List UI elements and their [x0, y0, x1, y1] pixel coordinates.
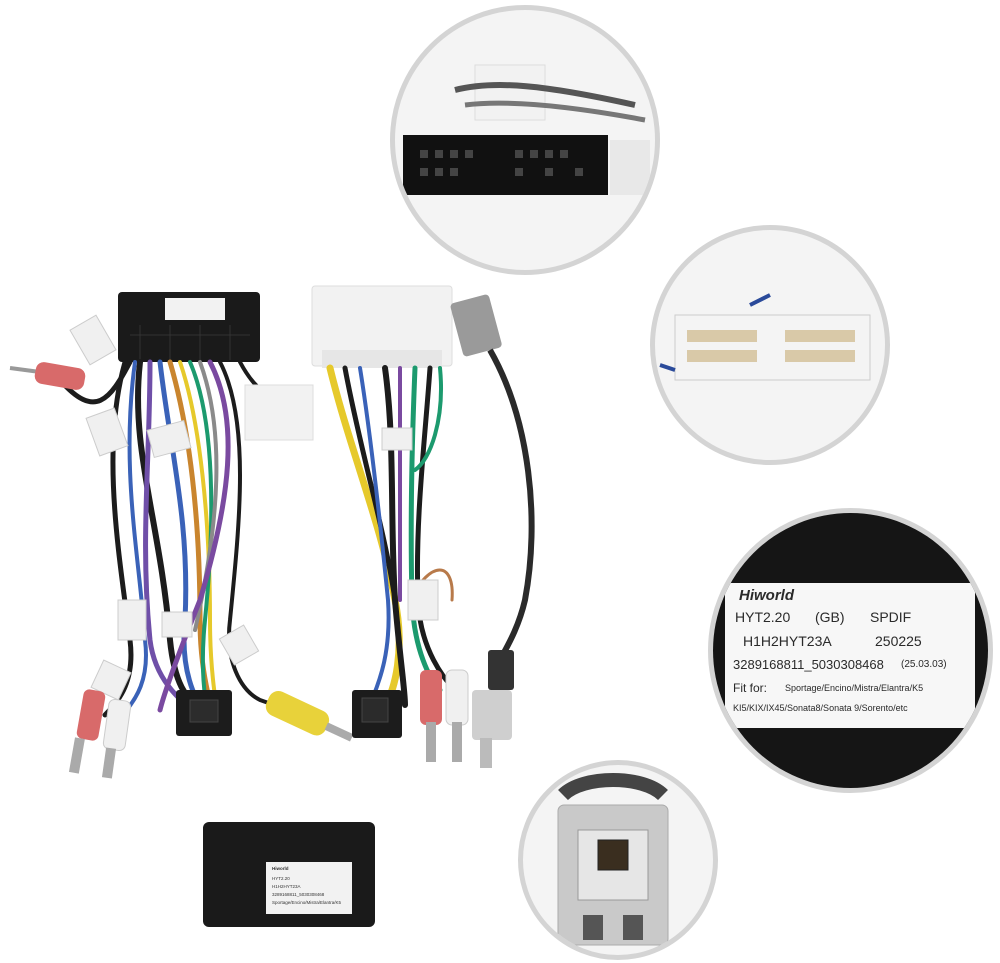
zoom-circle-antenna-connector	[518, 760, 718, 960]
label-line1-region: (GB)	[815, 609, 845, 625]
label-line3: 3289168811_5030308468	[733, 657, 884, 672]
left-rca-connectors	[9, 362, 132, 779]
label-line5: KI5/KIX/IX45/Sonata8/Sonata 9/Sorento/et…	[733, 703, 908, 713]
zoom-circle-main-connector	[390, 5, 660, 275]
label-line2-date: 250225	[875, 633, 922, 649]
label-line1-spdif: SPDIF	[870, 609, 912, 625]
label-line4: Fit for:	[733, 681, 768, 695]
label-brand: Hiworld	[739, 587, 794, 604]
module-box-line2: H1H2HYT23A	[272, 884, 301, 889]
module-box-line1: HYT2.20	[272, 876, 290, 881]
antenna-cable	[450, 294, 535, 768]
zoom-circle-white-connector	[650, 225, 890, 465]
module-box-brand: Hiworld	[272, 866, 289, 871]
decoder-module-box	[203, 822, 375, 927]
yellow-rca-connector	[265, 690, 354, 742]
module-box-line4: Sportage/Encino/Mistra/Elantra/K5	[272, 900, 342, 905]
label-line3-date: (25.03.03)	[901, 659, 947, 670]
zoom-circle-module-label: Hiworld HYT2.20 (GB) SPDIF H1H2HYT23A 25…	[708, 508, 993, 793]
label-line1: HYT2.20	[735, 609, 791, 625]
module-box-line3: 3289168811_5030308468	[272, 892, 325, 897]
module-label-card: Hiworld HYT2.20 (GB) SPDIF H1H2HYT23A 25…	[725, 583, 975, 728]
label-line2: H1H2HYT23A	[743, 633, 832, 649]
label-line4-models: Sportage/Encino/Mistra/Elantra/K5	[785, 683, 924, 693]
